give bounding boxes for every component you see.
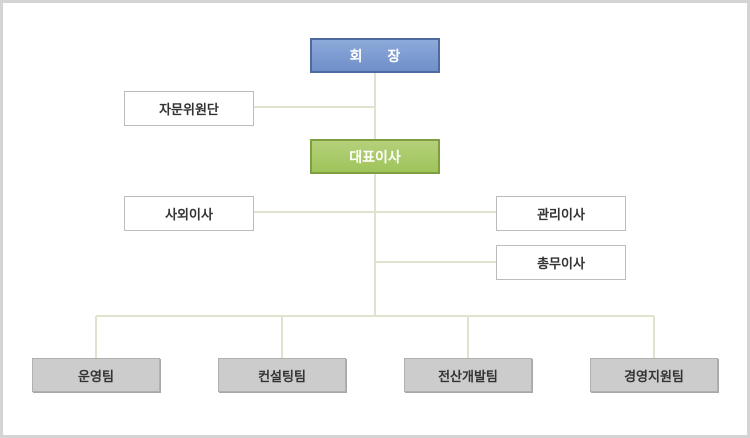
outside-director-box: 사외이사 (124, 196, 254, 231)
advisory-box: 자문위원단 (124, 91, 254, 126)
general-director-box: 총무이사 (496, 245, 626, 280)
team-box-management-support: 경영지원팀 (590, 358, 718, 392)
ceo-box: 대표이사 (310, 139, 440, 174)
team-box-consulting: 컨설팅팀 (218, 358, 346, 392)
team-box-operations: 운영팀 (32, 358, 160, 392)
chairman-box: 회 장 (310, 38, 440, 73)
admin-director-box: 관리이사 (496, 196, 626, 231)
team-box-it-development: 전산개발팀 (404, 358, 532, 392)
